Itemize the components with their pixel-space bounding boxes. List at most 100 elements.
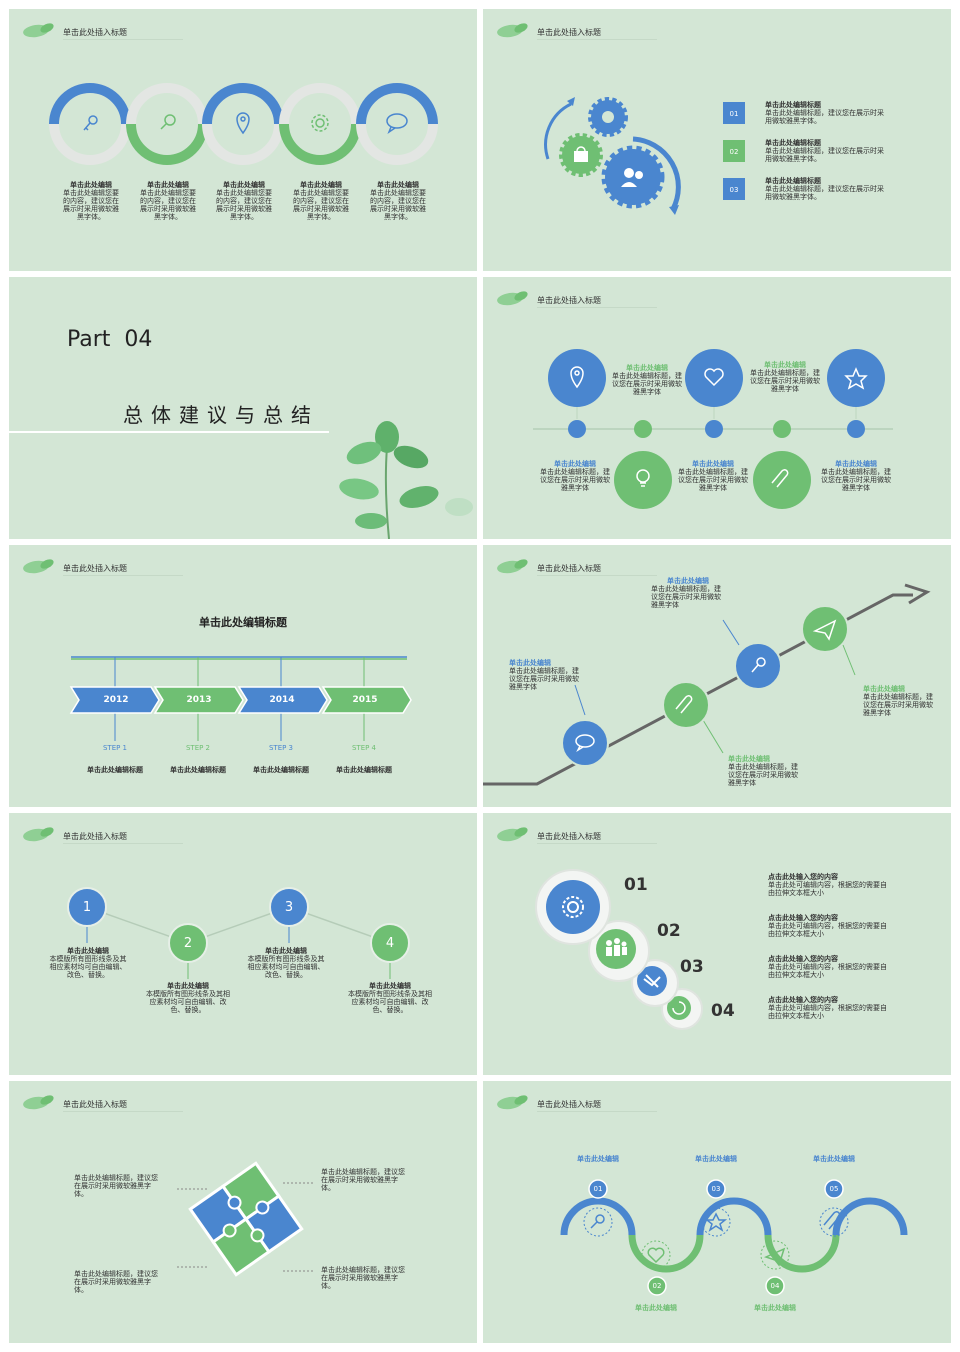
leaf-logo-icon xyxy=(497,827,528,842)
slide-header: 单击此处插入标题 xyxy=(537,564,601,573)
step-desc: 单击此处编辑标题 xyxy=(87,766,143,774)
growth-path xyxy=(483,583,931,786)
item-2: 单击此处编辑本模版所有图形线条及其相应素材均可自由编辑、改色、替换。 xyxy=(143,982,233,1014)
item-text: 单击此处编辑标题，建议您在展示时采用微软雅黑字体 xyxy=(540,468,610,492)
slide-header: 单击此处插入标题 xyxy=(537,832,601,841)
key-icon xyxy=(751,657,766,673)
numbered-steps xyxy=(67,887,410,979)
divider xyxy=(9,431,329,433)
search-icon xyxy=(160,114,176,130)
slide-6: 单击此处插入标题 单击此处编辑单击此处编辑标题，建议您在展示时采用微软雅黑字体 … xyxy=(483,545,951,807)
item-text: 单击此处编辑标题，建议您在展示时采用微软雅黑字体 xyxy=(612,372,682,396)
section-title: 总体建议与总结 xyxy=(123,403,319,427)
slide-10: 单击此处插入标题 01 02 03 04 05 单击此处编辑 单击此处编辑 xyxy=(483,1081,951,1343)
year-2014: 2014 xyxy=(269,695,295,705)
item-text: 单击此处编辑标题，建议您在展示时采用微软雅黑字体。 xyxy=(765,185,884,201)
item-4: 单击此处编辑单击此处编辑您要的内容，建议您在展示时采用微软雅黑字体。 xyxy=(291,181,351,221)
location-pin-icon xyxy=(236,112,250,135)
year-2015: 2015 xyxy=(352,695,378,705)
item-title: 单击此处编辑 xyxy=(554,460,596,468)
key-icon xyxy=(83,115,98,131)
item-3: 单击此处编辑标题单击此处编辑标题，建议您在展示时采用微软雅黑字体。 xyxy=(765,177,885,201)
divider xyxy=(537,1111,657,1112)
slide-4: 单击此处插入标题 单击此处编辑单击此处编辑标题，建议您在展示时采用微软雅黑字体 … xyxy=(483,277,951,539)
step-desc: 单击此处编辑标题 xyxy=(170,766,226,774)
part-number: Part 04 xyxy=(67,327,153,352)
stacked-circles xyxy=(535,869,703,1030)
item-1: 单击此处编辑标题单击此处编辑标题，建议您在展示时采用微软雅黑字体。 xyxy=(765,101,885,125)
puzzle-text-4: 单击此处编辑标题，建议您在展示时采用微软雅黑字体。 xyxy=(321,1266,405,1290)
divider xyxy=(537,39,657,40)
item-title: 单击此处编辑 xyxy=(70,181,112,189)
slide-header: 单击此处插入标题 xyxy=(63,28,127,37)
step-label: 单击此处编辑 xyxy=(813,1155,855,1163)
item-1: 点击此处输入您的内容单击此处可编辑内容，根据您的需要自由拉伸文本框大小 xyxy=(768,873,893,897)
item-title: 单击此处编辑标题 xyxy=(765,139,821,147)
leaf-logo-icon xyxy=(23,827,54,842)
item-text: 本模版所有图形线条及其相应素材均可自由编辑、改色、替换。 xyxy=(348,990,432,1014)
divider xyxy=(537,307,657,308)
slide-8: 单击此处插入标题 01 02 03 04 点击此处输入您的内容单击此处可编辑内容… xyxy=(483,813,951,1075)
item-text: 单击此处编辑标题，建议您在展示时采用微软雅黑字体。 xyxy=(765,147,884,163)
item-title: 单击此处编辑 xyxy=(835,460,877,468)
arrow-arc xyxy=(544,102,572,160)
slide-3: Part 04 总体建议与总结 xyxy=(9,277,477,539)
item-text: 本模版所有图形线条及其相应素材均可自由编辑、改色、替换。 xyxy=(49,955,127,979)
leaf-logo-icon xyxy=(497,1095,528,1110)
item-title: 单击此处编辑 xyxy=(509,659,551,667)
family-icon xyxy=(606,938,627,956)
item-text: 单击此处编辑标题，建议您在展示时采用微软雅黑字体 xyxy=(750,369,820,393)
slide-header: 单击此处插入标题 xyxy=(63,1100,127,1109)
slide-header: 单击此处插入标题 xyxy=(63,832,127,841)
item-3: 点击此处输入您的内容单击此处可编辑内容，根据您的需要自由拉伸文本框大小 xyxy=(768,955,893,979)
item-2: 单击此处编辑标题单击此处编辑标题，建议您在展示时采用微软雅黑字体。 xyxy=(765,139,885,163)
slide-header: 单击此处插入标题 xyxy=(537,296,601,305)
item-5: 单击此处编辑单击此处编辑您要的内容，建议您在展示时采用微软雅黑字体。 xyxy=(368,181,428,221)
year-2013: 2013 xyxy=(186,695,212,705)
gear-bag-icon xyxy=(559,133,603,177)
item-3: 单击此处编辑单击此处编辑您要的内容，建议您在展示时采用微软雅黑字体。 xyxy=(214,181,274,221)
step-number: 1 xyxy=(82,900,92,915)
circle-number: 03 xyxy=(711,1185,721,1193)
paperclip-icon xyxy=(771,469,789,488)
item-title: 点击此处输入您的内容 xyxy=(768,914,838,922)
item-title: 单击此处编辑 xyxy=(223,181,265,189)
divider xyxy=(63,1111,183,1112)
circle-number: 02 xyxy=(657,921,681,941)
slide-1: 单击此处插入标题 单击此处编辑单击此处编辑您要的内容，建议您在展示时采用微软雅黑… xyxy=(9,9,477,271)
item-title: 单击此处编辑标题 xyxy=(765,101,821,109)
bottom-item-3: 单击此处编辑单击此处编辑标题，建议您在展示时采用微软雅黑字体 xyxy=(820,460,892,492)
item-text: 单击此处编辑标题，建议您在展示时采用微软雅黑字体 xyxy=(728,763,798,787)
item-4: 点击此处输入您的内容单击此处可编辑内容，根据您的需要自由拉伸文本框大小 xyxy=(768,996,893,1020)
circle-number: 03 xyxy=(680,957,704,977)
item-3: 单击此处编辑单击此处编辑标题，建议您在展示时采用微软雅黑字体 xyxy=(651,577,727,609)
item-4: 单击此处编辑单击此处编辑标题，建议您在展示时采用微软雅黑字体 xyxy=(863,685,939,717)
step-label: 单击此处编辑 xyxy=(577,1155,619,1163)
item-1: 单击此处编辑单击此处编辑标题，建议您在展示时采用微软雅黑字体 xyxy=(509,659,585,691)
leaf-logo-icon xyxy=(497,291,528,306)
plant-illustration xyxy=(339,421,473,539)
item-text: 本模版所有图形线条及其相应素材均可自由编辑、改色、替换。 xyxy=(146,990,230,1014)
item-title: 单击此处编辑 xyxy=(764,361,806,369)
year-2012: 2012 xyxy=(103,695,129,705)
puzzle-text-3: 单击此处编辑标题，建议您在展示时采用微软雅黑字体。 xyxy=(74,1270,158,1294)
chat-bubble-icon xyxy=(386,113,408,134)
bottom-item-2: 单击此处编辑单击此处编辑标题，建议您在展示时采用微软雅黑字体 xyxy=(677,460,749,492)
slide-header: 单击此处插入标题 xyxy=(537,1100,601,1109)
item-3: 单击此处编辑本模版所有图形线条及其相应素材均可自由编辑、改色、替换。 xyxy=(245,947,327,979)
item-text: 单击此处编辑标题，建议您在展示时采用微软雅黑字体 xyxy=(863,693,933,717)
ring-chain xyxy=(49,83,438,165)
step-label: STEP 4 xyxy=(351,744,377,752)
divider xyxy=(63,39,183,40)
lightbulb-icon xyxy=(636,469,650,487)
item-text: 单击此处编辑您要的内容，建议您在展示时采用微软雅黑字体。 xyxy=(63,189,119,221)
bottom-item-1: 单击此处编辑单击此处编辑标题，建议您在展示时采用微软雅黑字体 xyxy=(539,460,611,492)
num-box: 01 xyxy=(729,110,739,118)
item-text: 单击此处编辑标题，建议您在展示时采用微软雅黑字体 xyxy=(509,667,579,691)
gear-users-icon xyxy=(601,145,665,209)
step-label: STEP 2 xyxy=(185,744,211,752)
slide-header: 单击此处插入标题 xyxy=(63,564,127,573)
item-4: 单击此处编辑本模版所有图形线条及其相应素材均可自由编辑、改色、替换。 xyxy=(345,982,435,1014)
divider xyxy=(537,843,657,844)
heart-icon xyxy=(704,368,724,387)
